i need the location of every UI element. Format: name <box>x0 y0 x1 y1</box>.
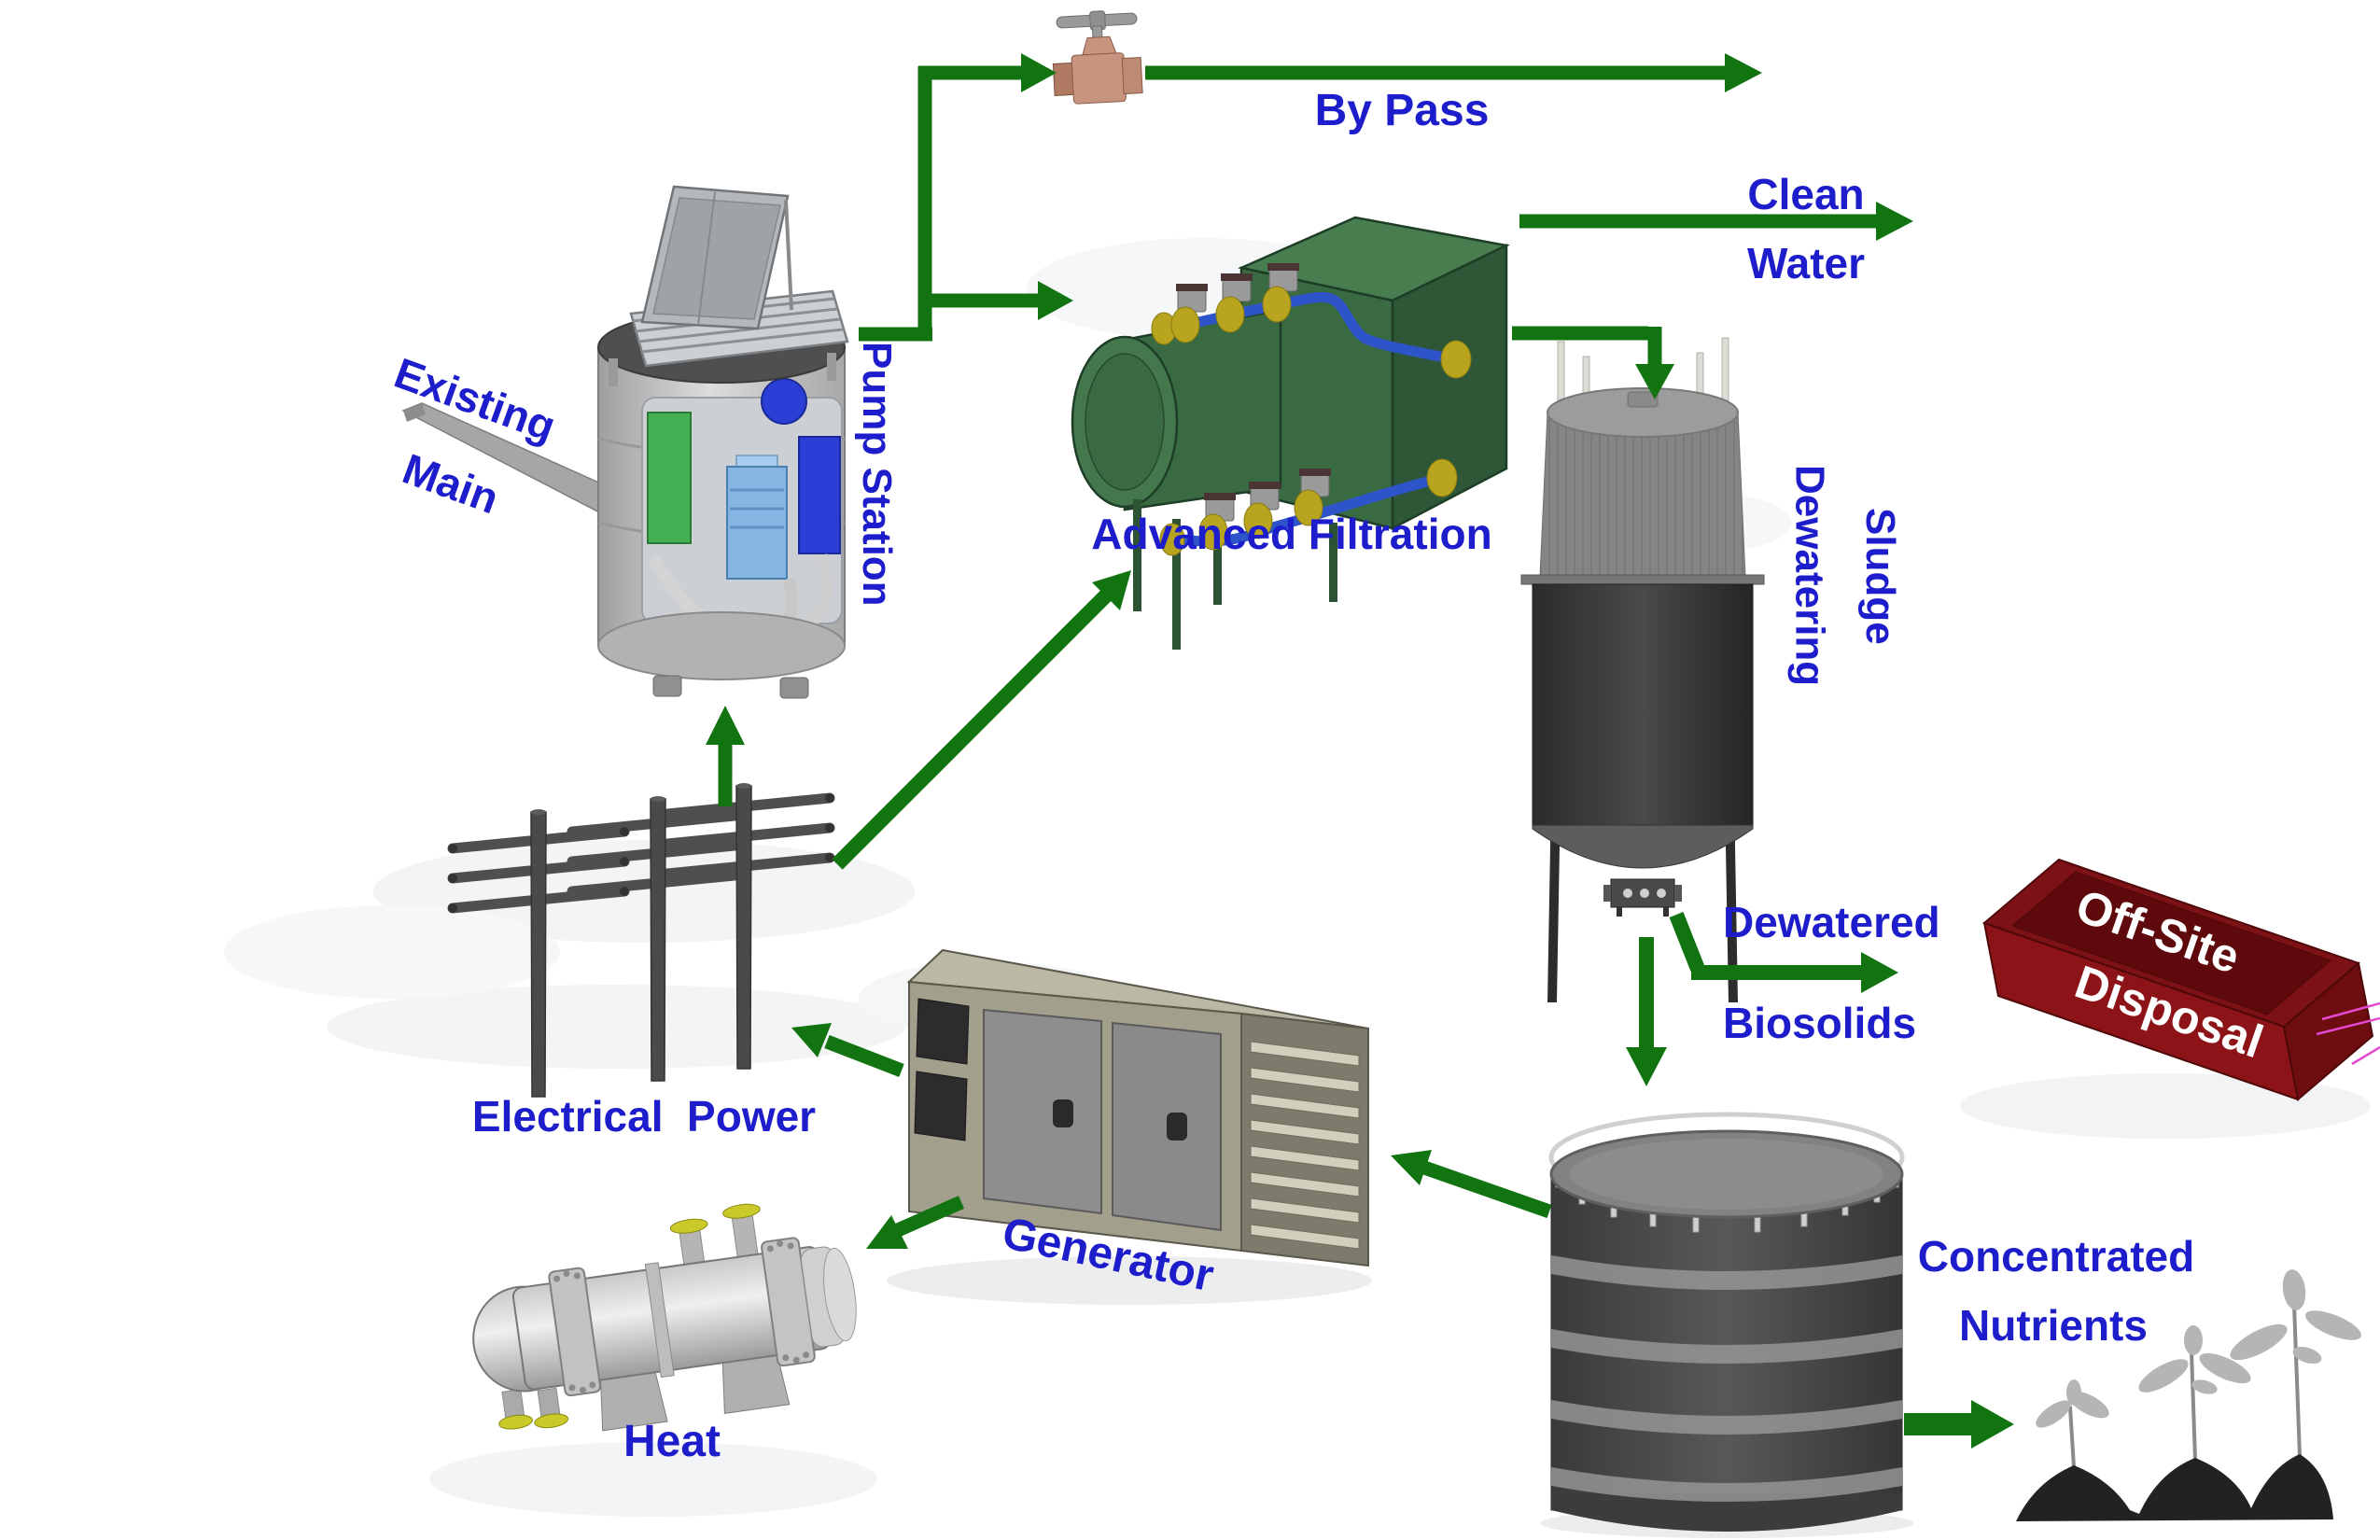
pump-station-label: Pump Station <box>854 342 901 607</box>
concentrated-nutrients-label-line2: Nutrients <box>1959 1301 2148 1350</box>
clean-water-label-line1: Clean <box>1747 170 1865 218</box>
advanced-filtration-unit <box>1071 216 1510 650</box>
sludge-dewatering-label: Sludge Dewatering <box>1768 431 1915 721</box>
heat-label: Heat <box>623 1417 721 1466</box>
bypass-label: By Pass <box>1314 86 1490 135</box>
generator-unit <box>906 948 1369 1267</box>
concentrated-nutrients-label-line1: Concentrated <box>1917 1232 2195 1281</box>
sludge-dewatering-unit <box>1520 337 1765 1002</box>
clean-water-label-line2: Water <box>1746 239 1866 287</box>
dewatered-biosolids-label-line1: Dewatered <box>1723 898 1940 946</box>
sludge-dewatering-label-line2: Dewatering <box>1786 465 1833 687</box>
dewatered-biosolids-label-line2: Biosolids <box>1723 999 1917 1047</box>
sludge-dewatering-label-line1: Sludge <box>1857 507 1903 645</box>
electrical-power-label: Electrical Power <box>471 1092 817 1141</box>
bypass-valve <box>1052 10 1143 105</box>
electrical-power-poles <box>447 783 835 1098</box>
seedlings-in-soil <box>2016 1269 2361 1521</box>
offsite-disposal-container <box>1982 858 2380 1101</box>
advanced-filtration-label: Advanced Filtration <box>1091 510 1492 558</box>
cad-dimension-artifact <box>2316 1001 2380 1066</box>
concentrated-nutrients-tank <box>1548 1112 1905 1532</box>
heat-exchanger-unit <box>472 1203 857 1432</box>
flow-arrows <box>706 53 2014 1449</box>
pump-station-unit <box>597 185 849 699</box>
